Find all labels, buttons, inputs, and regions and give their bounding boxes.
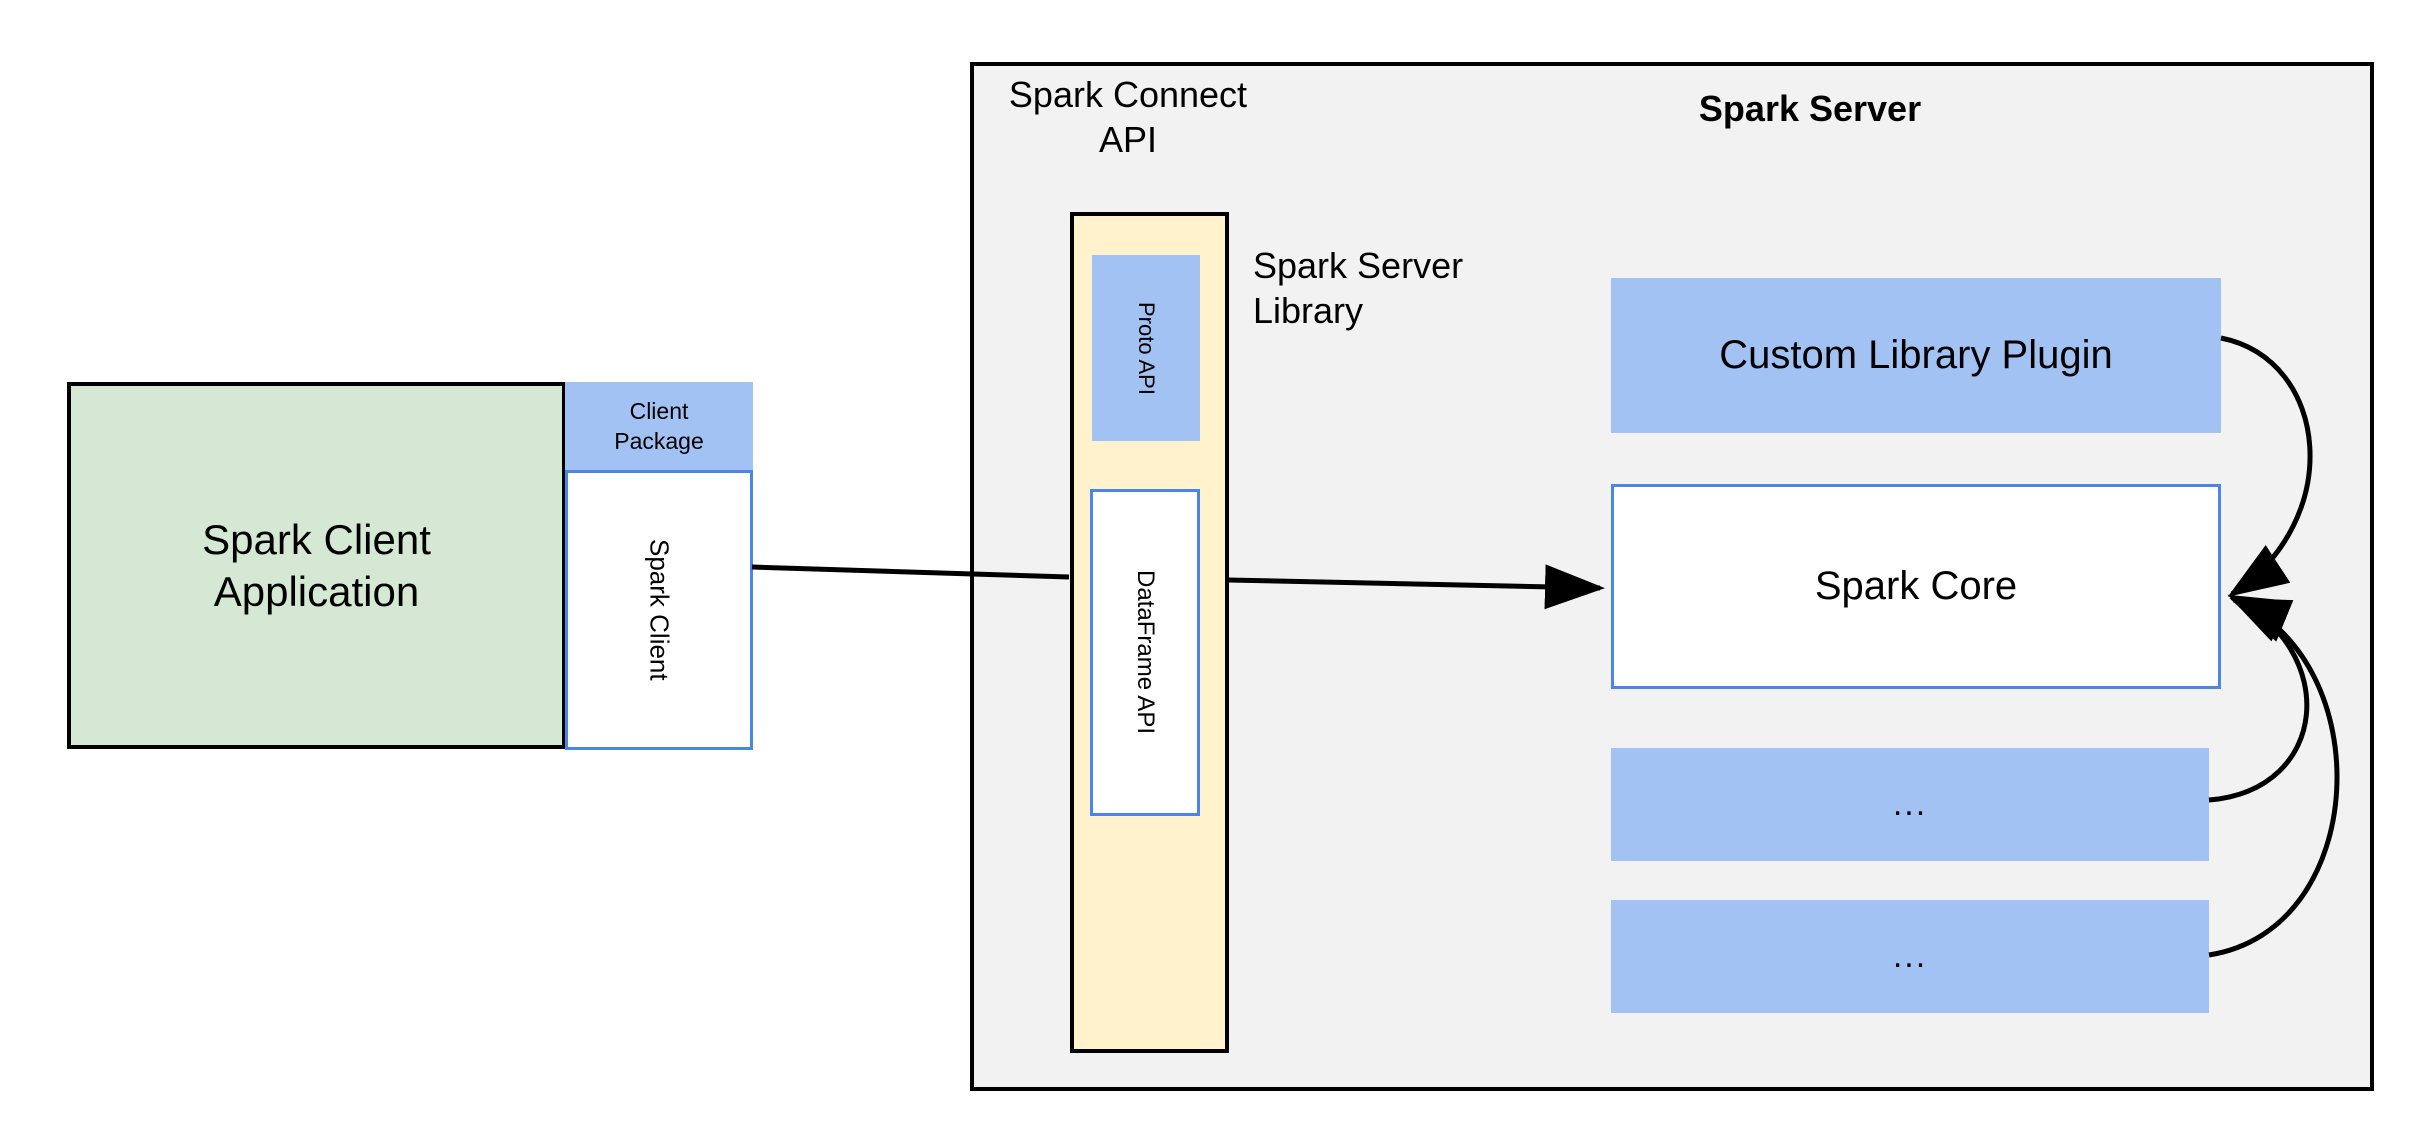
server-component-ellipsis-2-label: ... xyxy=(1892,937,1928,975)
proto-api-box[interactable]: Proto API xyxy=(1092,255,1200,441)
client-package-box[interactable]: Client Package xyxy=(565,382,753,471)
dataframe-api-box[interactable]: DataFrame API xyxy=(1090,489,1200,816)
client-package-line2: Package xyxy=(614,427,704,454)
spark-client-application-box[interactable]: Spark Client Application xyxy=(67,382,566,749)
spark-core-label: Spark Core xyxy=(1814,564,2018,608)
spark-client-box[interactable]: Spark Client xyxy=(565,470,753,750)
spark-connect-api-line1: Spark Connect xyxy=(1008,74,1248,115)
custom-library-plugin-box[interactable]: Custom Library Plugin xyxy=(1611,278,2221,433)
spark-connect-api-line2: API xyxy=(1098,119,1158,161)
spark-server-library-label: Spark Server Library xyxy=(1253,243,1553,334)
client-package-line1: Client xyxy=(629,398,689,425)
spark-server-title: Spark Server xyxy=(1698,88,1922,129)
client-package-label: Client Package xyxy=(614,397,704,456)
custom-library-plugin-label: Custom Library Plugin xyxy=(1719,333,2113,377)
spark-client-label: Spark Client xyxy=(644,539,675,681)
spark-server-library-line2: Library xyxy=(1253,290,1364,332)
spark-client-application-line2: Application xyxy=(213,567,420,615)
proto-api-label: Proto API xyxy=(1134,301,1159,395)
spark-connect-api-label: Spark Connect API xyxy=(1008,72,1248,163)
spark-server-library-line1: Spark Server xyxy=(1253,245,1464,286)
server-component-ellipsis-1-label: ... xyxy=(1892,785,1928,823)
spark-client-application-label: Spark Client Application xyxy=(202,514,431,616)
server-component-ellipsis-1[interactable]: ... xyxy=(1611,748,2209,861)
dataframe-api-label: DataFrame API xyxy=(1132,570,1159,735)
server-component-ellipsis-2[interactable]: ... xyxy=(1611,900,2209,1013)
spark-client-application-line1: Spark Client xyxy=(202,516,431,564)
spark-core-box[interactable]: Spark Core xyxy=(1611,484,2221,689)
